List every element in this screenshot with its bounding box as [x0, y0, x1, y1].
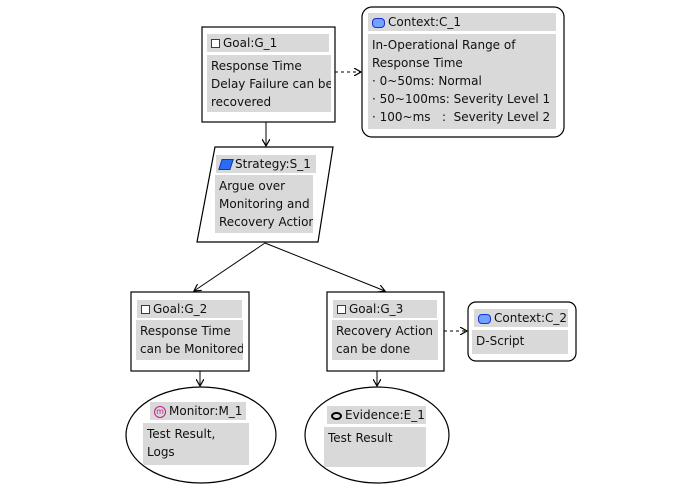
context-c2-header: Context:C_2 — [474, 309, 568, 327]
monitor-m1-body: Test Result, Logs — [143, 423, 249, 465]
goal-g1-header: Goal:G_1 — [207, 34, 329, 52]
context-c2-line: D-Script — [476, 334, 525, 348]
goal-g3-line: Recovery Action — [336, 324, 434, 338]
edge-s1-g2 — [194, 242, 266, 291]
goal-g3-body: Recovery Action can be done — [332, 320, 438, 360]
context-c1-line: · 50~100ms: Severity Level 1 — [372, 92, 551, 106]
goal-g2-body: Response Time can be Monitored — [136, 320, 243, 360]
goal-g1-line: Response Time — [211, 59, 302, 73]
goal-g1-line: Delay Failure can be — [211, 77, 331, 91]
goal-square-icon — [337, 305, 346, 314]
context-c1-line: · 100~ms : Severity Level 2 — [372, 110, 551, 124]
monitor-m-icon: m — [154, 405, 166, 418]
monitor-m1-line: Test Result, — [147, 427, 216, 441]
strategy-s1-line: Recovery Action — [219, 215, 313, 229]
evidence-e1-header: Evidence:E_1 — [327, 406, 426, 424]
evidence-e1-title: Evidence:E_1 — [345, 408, 425, 422]
goal-g3-header: Goal:G_3 — [333, 300, 437, 318]
evidence-ellipse-icon — [331, 411, 342, 420]
context-rounded-icon — [478, 313, 491, 324]
goal-g2-line: Response Time — [140, 324, 231, 338]
strategy-s1-header: Strategy:S_1 — [216, 155, 316, 173]
context-c2-title: Context:C_2 — [494, 311, 568, 325]
monitor-m1-title: Monitor:M_1 — [169, 404, 243, 418]
goal-g1-body: Response Time Delay Failure can be recov… — [207, 55, 331, 112]
evidence-e1-body: Test Result — [324, 427, 426, 467]
strategy-s1-line: Argue over — [219, 179, 286, 193]
context-c1-header: Context:C_1 — [368, 13, 556, 31]
strategy-s1-line: Monitoring and — [219, 197, 310, 211]
edge-s1-g3 — [264, 242, 385, 291]
context-c1-line: Response Time — [372, 56, 463, 70]
monitor-m1-line: Logs — [147, 445, 175, 459]
context-c1-title: Context:C_1 — [388, 15, 462, 29]
context-c1-body: In-Operational Range of Response Time · … — [368, 34, 556, 129]
goal-g1-line: recovered — [211, 95, 272, 109]
goal-g2-header: Goal:G_2 — [137, 300, 242, 318]
context-rounded-icon — [372, 17, 385, 28]
goal-square-icon — [141, 305, 150, 314]
evidence-e1-line: Test Result — [328, 431, 393, 445]
goal-g1-title: Goal:G_1 — [223, 36, 278, 50]
goal-square-icon — [211, 39, 220, 48]
context-c1-line: · 0~50ms: Normal — [372, 74, 482, 88]
context-c2-body: D-Script — [472, 330, 568, 354]
context-c1-line: In-Operational Range of — [372, 38, 516, 52]
goal-g2-title: Goal:G_2 — [153, 302, 208, 316]
strategy-s1-title: Strategy:S_1 — [235, 157, 311, 171]
goal-g3-title: Goal:G_3 — [349, 302, 404, 316]
goal-g2-line: can be Monitored — [140, 342, 243, 356]
strategy-s1-body: Argue over Monitoring and Recovery Actio… — [215, 175, 313, 233]
goal-g3-line: can be done — [336, 342, 411, 356]
strategy-parallelogram-icon — [218, 159, 234, 170]
